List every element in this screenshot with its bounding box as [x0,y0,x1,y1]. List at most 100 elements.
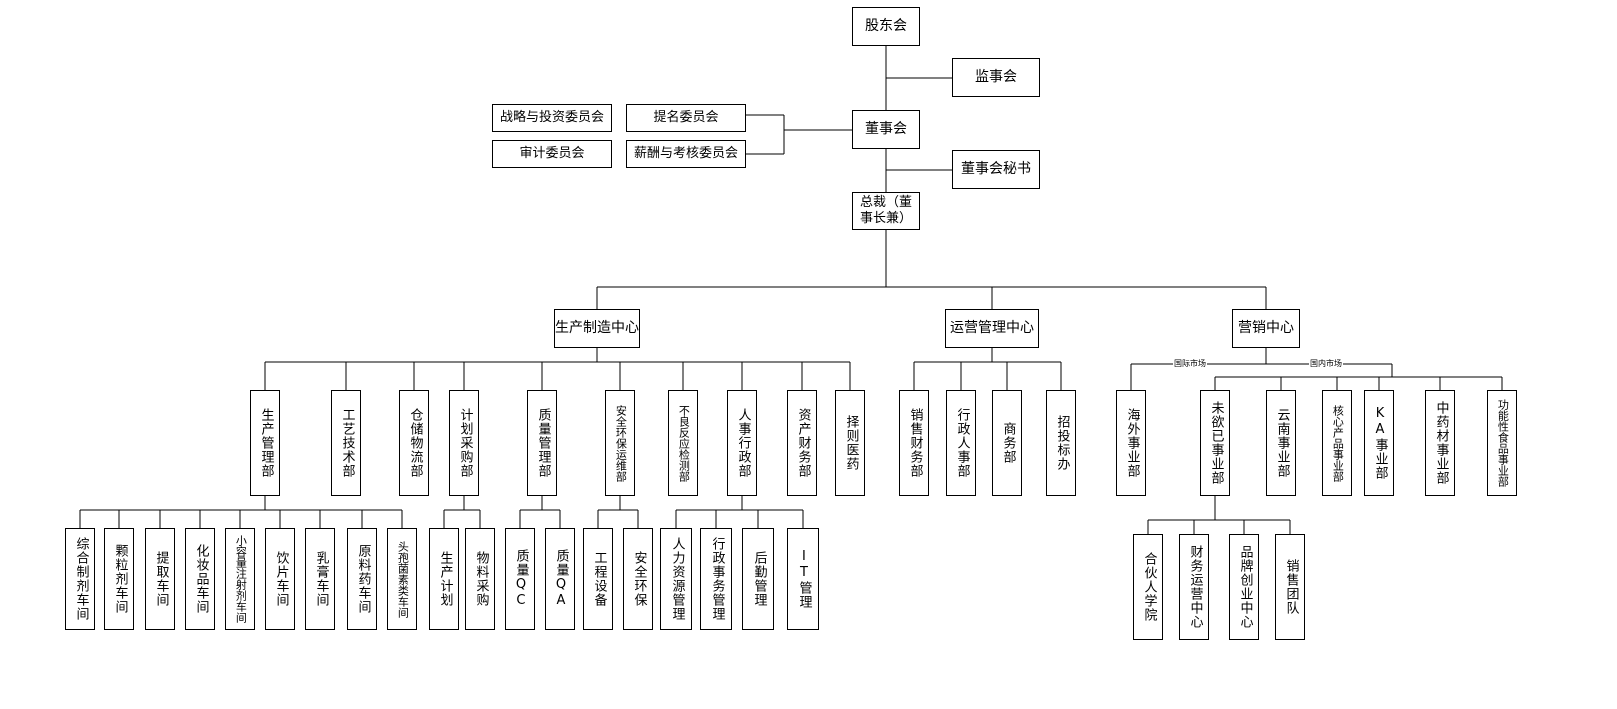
dept-yunnan: 云南事业部 [1266,390,1296,496]
sub-it-management: IT管理 [787,528,819,630]
dept-safety-environment: 安全环保运维部 [605,390,635,496]
dept-label: 云南事业部 [1274,408,1290,478]
dept-adverse-reaction: 不良反应检测部 [668,390,698,496]
board-secretary-box: 董事会秘书 [952,150,1040,189]
dept-label: 安全环保运维部 [614,404,628,482]
workshop-label: 乳膏车间 [313,551,329,607]
sub-engineering-equipment: 工程设备 [583,528,613,630]
workshop-granule: 颗粒剂车间 [104,528,134,630]
sub-label: 生产计划 [437,551,453,607]
dept-label: 招投标办 [1054,415,1070,471]
sub-finance-operations-center: 财务运营中心 [1179,534,1209,640]
committee-audit: 审计委员会 [492,140,612,168]
label-international-market: 国际市场 [1173,359,1207,369]
dept-asset-finance: 资产财务部 [787,390,817,496]
workshop-injection: 小容量注射剂车间 [225,528,255,630]
workshop-label: 化妆品车间 [193,544,209,614]
workshop-cream: 乳膏车间 [305,528,335,630]
dept-label: 计划采购部 [457,408,473,478]
dept-label: 行政人事部 [954,408,970,478]
workshop-decoction-pieces: 饮片车间 [265,528,295,630]
workshop-cosmetics: 化妆品车间 [185,528,215,630]
dept-ka: KA事业部 [1364,390,1394,496]
dept-process-technology: 工艺技术部 [331,390,361,496]
dept-label: 仓储物流部 [407,408,423,478]
dept-label: 核心产品事业部 [1331,404,1345,482]
workshop-label: 头孢菌素类车间 [396,540,410,618]
sub-safety-environment: 安全环保 [623,528,653,630]
dept-chinese-herbs: 中药材事业部 [1425,390,1455,496]
dept-label: 不良反应检测部 [677,404,691,482]
dept-label: 质量管理部 [535,408,551,478]
dept-quality-management: 质量管理部 [527,390,557,496]
workshop-label: 提取车间 [153,551,169,607]
sub-label: IT管理 [796,549,812,609]
dept-label: 销售财务部 [907,408,923,478]
dept-label: 资产财务部 [795,408,811,478]
dept-zeze-pharma: 择则医药 [835,390,865,496]
supervisors-box: 监事会 [952,58,1040,97]
workshop-extraction: 提取车间 [145,528,175,630]
workshop-cephalosporin: 头孢菌素类车间 [387,528,417,630]
workshop-label: 原料药车间 [355,544,371,614]
dept-admin-personnel: 行政人事部 [946,390,976,496]
workshop-api: 原料药车间 [347,528,377,630]
sub-admin-affairs: 行政事务管理 [700,528,732,630]
dept-label: 生产管理部 [258,408,274,478]
workshop-label: 小容量注射剂车间 [234,535,248,623]
dept-planning-purchasing: 计划采购部 [449,390,479,496]
dept-overseas: 海外事业部 [1116,390,1146,496]
committee-nomination: 提名委员会 [626,104,746,132]
sub-label: 质量QA [553,549,569,609]
workshop-comprehensive: 综合制剂车间 [65,528,95,630]
dept-label: 中药材事业部 [1433,401,1449,485]
sub-label: 品牌创业中心 [1237,545,1253,629]
sub-quality-qa: 质量QA [545,528,575,630]
committee-strategy-investment: 战略与投资委员会 [492,104,612,132]
dept-functional-food: 功能性食品事业部 [1487,390,1517,496]
dept-label: KA事业部 [1372,406,1388,480]
committee-compensation: 薪酬与考核委员会 [626,140,746,168]
dept-label: 人事行政部 [735,408,751,478]
dept-weiyuyi: 未欲已事业部 [1200,390,1230,496]
sub-logistics-management: 后勤管理 [742,528,774,630]
label-domestic-market: 国内市场 [1309,359,1343,369]
president-box: 总裁（董事长兼） [852,192,920,230]
sub-label: 后勤管理 [751,551,767,607]
dept-warehouse-logistics: 仓储物流部 [399,390,429,496]
sub-label: 行政事务管理 [709,537,725,621]
production-center-box: 生产制造中心 [554,309,640,348]
shareholders-box: 股东会 [852,7,920,46]
dept-core-products: 核心产品事业部 [1322,390,1352,496]
dept-business: 商务部 [992,390,1022,496]
sub-production-plan: 生产计划 [429,528,459,630]
workshop-label: 综合制剂车间 [73,537,89,621]
sub-material-purchasing: 物料采购 [465,528,495,630]
dept-label: 未欲已事业部 [1208,401,1224,485]
dept-label: 商务部 [1000,422,1016,464]
sub-sales-team: 销售团队 [1275,534,1305,640]
dept-bidding-office: 招投标办 [1046,390,1076,496]
sub-label: 质量QC [513,549,529,609]
sub-label: 财务运营中心 [1187,545,1203,629]
sub-hr-management: 人力资源管理 [660,528,692,630]
marketing-center-box: 营销中心 [1232,309,1300,348]
dept-production-management: 生产管理部 [250,390,280,496]
board-box: 董事会 [852,110,920,149]
sub-label: 人力资源管理 [669,537,685,621]
sub-label: 安全环保 [631,551,647,607]
dept-hr-admin: 人事行政部 [727,390,757,496]
dept-label: 工艺技术部 [339,408,355,478]
sub-quality-qc: 质量QC [505,528,535,630]
dept-sales-finance: 销售财务部 [899,390,929,496]
sub-brand-startup-center: 品牌创业中心 [1229,534,1259,640]
dept-label: 海外事业部 [1124,408,1140,478]
sub-label: 销售团队 [1283,559,1299,615]
workshop-label: 饮片车间 [273,551,289,607]
dept-label: 择则医药 [843,415,859,471]
sub-label: 合伙人学院 [1141,552,1157,622]
workshop-label: 颗粒剂车间 [112,544,128,614]
sub-label: 工程设备 [591,551,607,607]
operations-center-box: 运营管理中心 [945,309,1039,348]
